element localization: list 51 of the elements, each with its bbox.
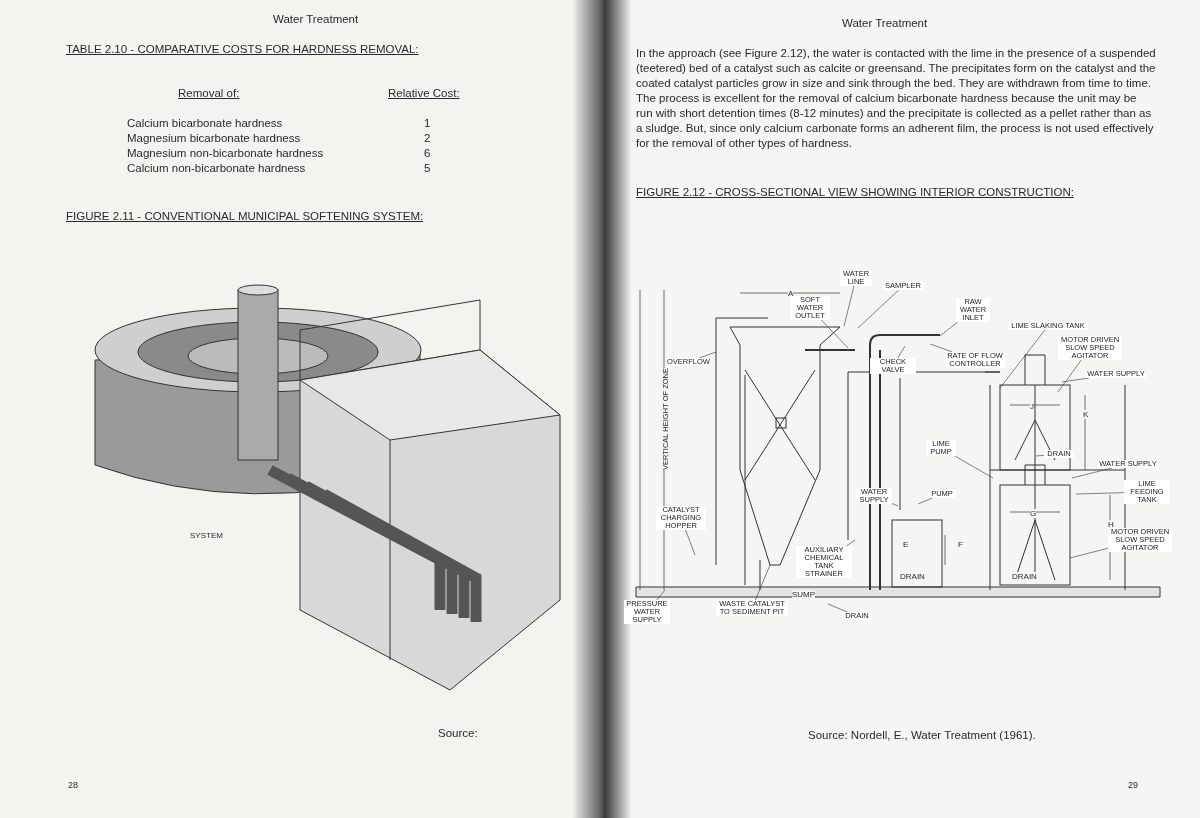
leader-line bbox=[846, 539, 856, 547]
leader-line bbox=[821, 319, 849, 349]
dimension-label: E bbox=[903, 540, 909, 549]
leader-line bbox=[1061, 377, 1090, 383]
leader-line bbox=[1035, 455, 1045, 457]
column-heading: Relative Cost: bbox=[388, 86, 460, 101]
part-label: SUMP bbox=[792, 590, 816, 599]
leader-line bbox=[929, 343, 953, 353]
leader-line bbox=[1057, 359, 1082, 393]
table-cell: Magnesium bicarbonate hardness bbox=[127, 131, 301, 146]
leader-line bbox=[897, 345, 906, 359]
leader-line bbox=[698, 351, 717, 359]
part-label: DRAIN bbox=[1012, 572, 1037, 581]
body-paragraph: In the approach (see Figure 2.12), the water is contacted with the lime in the presence of a suspended (teetered) bed of a catalyst such as calcite or greensand. The precipitates form on the catalyst and the coated catalyst particles grow in size and sink through the bed. They are withdrawn from time to time. The process is excellent for the removal of calcium bicarbonate hardness because the unit may be run with short detention times (8-12 minutes) and the precipitate is collected as a pellet rather than as a sludge. But, since only calcium carbonate forms an adherent film, the process is not used effectively for the removal of other types of hardness. bbox=[636, 46, 1156, 151]
page-number: 29 bbox=[1128, 779, 1138, 792]
table-title: TABLE 2.10 - COMPARATIVE COSTS FOR HARDNESS REMOVAL: bbox=[66, 42, 419, 57]
leader-line bbox=[857, 289, 899, 329]
leader-line bbox=[755, 564, 771, 601]
leader-line bbox=[917, 497, 933, 505]
part-label: SYSTEM bbox=[190, 530, 223, 542]
dimension-label: F bbox=[958, 540, 963, 549]
dimension-label: J bbox=[1030, 402, 1034, 411]
leader-line bbox=[685, 529, 696, 556]
figure-title: FIGURE 2.12 - CROSS-SECTIONAL VIEW SHOWING INTERIOR CONSTRUCTION: bbox=[636, 185, 1074, 200]
leader-line bbox=[1071, 467, 1113, 479]
table-cell: 5 bbox=[424, 161, 431, 176]
leader-line bbox=[656, 589, 666, 601]
source-note: Source: bbox=[438, 726, 478, 741]
dimension-label: G bbox=[1030, 509, 1037, 518]
table-cell: 2 bbox=[424, 131, 431, 146]
header: Water Treatment bbox=[842, 16, 928, 31]
source-note: Source: Nordell, E., Water Treatment (1961). bbox=[808, 728, 1036, 743]
leader-line bbox=[843, 285, 855, 327]
column-heading: Removal of: bbox=[178, 86, 240, 101]
part-label: DRAIN bbox=[900, 572, 925, 581]
leader-line bbox=[891, 503, 899, 507]
table-cell: 1 bbox=[424, 116, 431, 131]
leader-line bbox=[939, 321, 959, 337]
leader-line bbox=[827, 603, 848, 613]
table-cell: Calcium bicarbonate hardness bbox=[127, 116, 283, 131]
header: Water Treatment bbox=[273, 12, 359, 27]
leader-line bbox=[954, 455, 994, 479]
table-cell: Calcium non-bicarbonate hardness bbox=[127, 161, 306, 176]
figure-title: FIGURE 2.11 - CONVENTIONAL MUNICIPAL SOFTENING SYSTEM: bbox=[66, 209, 424, 224]
table-cell: Magnesium non-bicarbonate hardness bbox=[127, 146, 324, 161]
leader-line bbox=[1069, 547, 1109, 559]
table-cell: 6 bbox=[424, 146, 431, 161]
leader-line bbox=[1075, 492, 1125, 495]
leader-line bbox=[999, 329, 1046, 389]
page-number: 28 bbox=[68, 779, 78, 792]
dimension-label: K bbox=[1083, 410, 1089, 419]
